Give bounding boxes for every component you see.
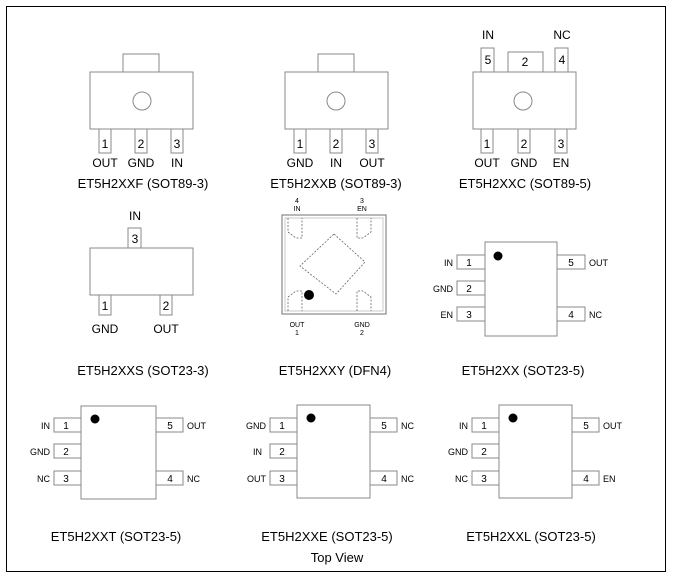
pin-number: 1 <box>102 137 109 151</box>
pin-number: 1 <box>297 137 304 151</box>
pin-label: IN <box>171 156 183 170</box>
package-dfn4-y: 4 IN 3 EN OUT 1 GND 2 ET5H2XXY (DFN4) <box>279 198 391 378</box>
pin-number: 1 <box>102 299 109 313</box>
pin-number: 4 <box>167 474 173 485</box>
package-name: ET5H2XXY (DFN4) <box>279 363 391 378</box>
pin-label: NC <box>553 28 571 42</box>
pin-label: IN <box>253 447 262 457</box>
pin-number: 3 <box>360 198 364 205</box>
pin-label: IN <box>482 28 494 42</box>
package-sot89-b: 1 2 3 GND IN OUT ET5H2XXB (SOT89-3) <box>270 53 402 191</box>
pin-label: IN <box>444 258 453 268</box>
view-label: Top View <box>311 550 364 565</box>
pin-label: EN <box>603 474 616 484</box>
pin-label: OUT <box>603 421 623 431</box>
pin-label: GND <box>92 322 119 336</box>
pin-number: 1 <box>481 421 487 432</box>
pin-label: GND <box>246 421 267 431</box>
pin-number: 4 <box>381 474 387 485</box>
pin-number: 2 <box>481 447 487 458</box>
pin-number: 3 <box>132 232 139 246</box>
pin-label: IN <box>459 421 468 431</box>
pin-label: NC <box>401 421 414 431</box>
pin-label: EN <box>357 206 367 213</box>
pin-label: OUT <box>247 474 267 484</box>
pin-label: GND <box>128 156 155 170</box>
pin-number: 4 <box>559 53 566 67</box>
package-name: ET5H2XXT (SOT23-5) <box>51 529 182 544</box>
pin-number: 3 <box>63 474 69 485</box>
pin-label: GND <box>287 156 314 170</box>
pin-number: 2 <box>521 137 528 151</box>
pin-number: 4 <box>568 310 574 321</box>
pin-label: NC <box>37 474 50 484</box>
pin-number: 1 <box>295 330 299 337</box>
pin-number: 1 <box>63 421 69 432</box>
pin-number: 1 <box>466 258 472 269</box>
pin-label: NC <box>589 310 602 320</box>
pin-label: NC <box>401 474 414 484</box>
package-name: ET5H2XXC (SOT89-5) <box>459 176 591 191</box>
package-sot89-c: IN NC 5 4 2 1 2 3 OUT GND EN ET5H2XXC (S… <box>459 28 591 191</box>
pin-number: 3 <box>279 474 285 485</box>
pin-label: EN <box>553 156 570 170</box>
package-sot23-5-t: 1 2 3 4 5 IN GND NC NC OUT ET5H2XXT (SOT… <box>30 405 207 544</box>
pin-label: IN <box>294 206 301 213</box>
pin-number: 2 <box>63 447 69 458</box>
package-sot23-3-s: IN 3 1 2 GND OUT ET5H2XXS (SOT23-3) <box>77 209 209 378</box>
pin-number: 3 <box>466 310 472 321</box>
pin-number: 1 <box>279 421 285 432</box>
package-name: ET5H2XXE (SOT23-5) <box>261 529 393 544</box>
pin-label: GND <box>511 156 538 170</box>
pin-number: 2 <box>163 299 170 313</box>
pin-number: 1 <box>484 137 491 151</box>
package-name: ET5H2XXL (SOT23-5) <box>466 529 596 544</box>
pin-label: GND <box>354 322 370 329</box>
pin-label: OUT <box>290 322 306 329</box>
pin-label: OUT <box>359 156 385 170</box>
pin-label: IN <box>330 156 342 170</box>
package-sot23-5: 1 2 3 4 5 IN GND EN NC OUT ET5H2XX (SOT2… <box>433 241 609 378</box>
pin-number: 5 <box>568 258 574 269</box>
pin-label: EN <box>440 310 453 320</box>
pin-number: 5 <box>381 421 387 432</box>
diagram-frame <box>6 6 666 572</box>
pin-number: 2 <box>466 284 472 295</box>
pin-label: OUT <box>92 156 118 170</box>
pin-label: OUT <box>589 258 609 268</box>
package-sot23-5-l: 1 2 3 4 5 IN GND NC EN OUT ET5H2XXL (SOT… <box>448 404 623 544</box>
pin-label: GND <box>448 447 469 457</box>
package-name: ET5H2XXB (SOT89-3) <box>270 176 402 191</box>
pin-label: NC <box>455 474 468 484</box>
package-sot89-f: 1 2 3 OUT GND IN ET5H2XXF (SOT89-3) <box>78 53 209 191</box>
pin-label: OUT <box>153 322 179 336</box>
pin-label: NC <box>187 474 200 484</box>
pin-number: 3 <box>481 474 487 485</box>
pin-number: 4 <box>295 198 299 205</box>
pin-number: 2 <box>279 447 285 458</box>
pin-number: 3 <box>558 137 565 151</box>
package-sot23-5-e: 1 2 3 4 5 GND IN OUT NC NC ET5H2XXE (SOT… <box>246 404 414 544</box>
pin-number: 2 <box>333 137 340 151</box>
pin-number: 3 <box>174 137 181 151</box>
pin-label: GND <box>433 284 454 294</box>
pin-label: OUT <box>187 421 207 431</box>
package-name: ET5H2XXF (SOT89-3) <box>78 176 209 191</box>
pin-number: 5 <box>583 421 589 432</box>
pin-number: 3 <box>369 137 376 151</box>
pin-number: 2 <box>138 137 145 151</box>
pin-label: IN <box>41 421 50 431</box>
pin-label: OUT <box>474 156 500 170</box>
pin-number: 2 <box>360 330 364 337</box>
pin-label: GND <box>30 447 51 457</box>
pin-number: 4 <box>583 474 589 485</box>
tab-number: 2 <box>522 55 529 69</box>
pin-label: IN <box>129 209 141 223</box>
pin-number: 5 <box>167 421 173 432</box>
package-name: ET5H2XXS (SOT23-3) <box>77 363 209 378</box>
pin-number: 5 <box>485 53 492 67</box>
package-name: ET5H2XX (SOT23-5) <box>462 363 585 378</box>
